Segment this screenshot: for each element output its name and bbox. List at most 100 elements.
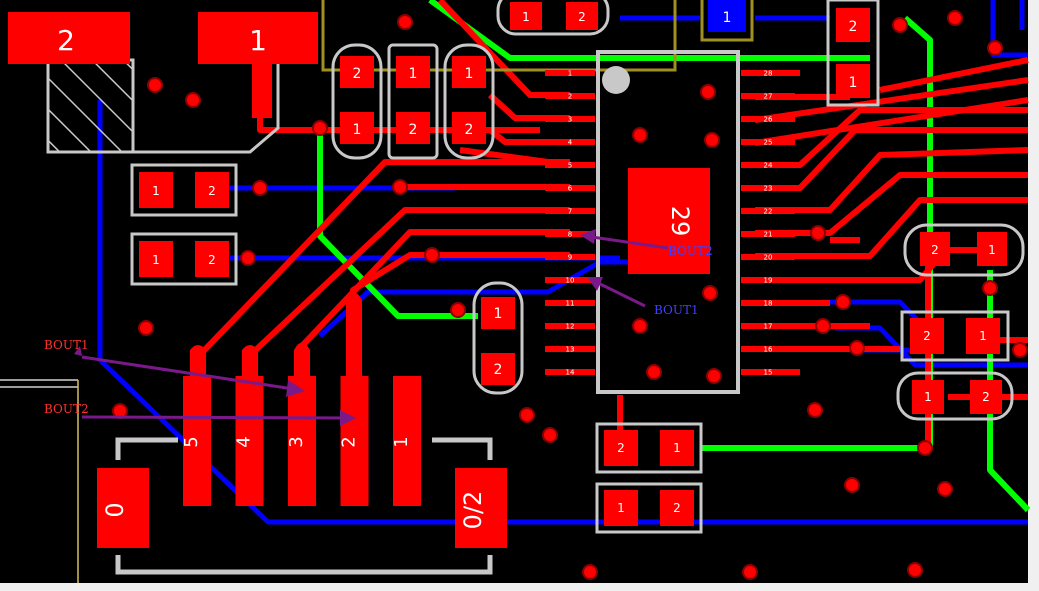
ic-pin-1 xyxy=(545,70,595,76)
ic-pin-label-7: 7 xyxy=(568,208,572,216)
ic-pin-label-9: 9 xyxy=(568,254,572,262)
ic-pin-label-8: 8 xyxy=(568,231,572,239)
connector-pin-label-4: 4 xyxy=(234,436,255,447)
regulator-pad-2-label: 2 xyxy=(57,24,75,57)
ic-pin-9 xyxy=(545,254,595,260)
ic-pin-label-27: 27 xyxy=(764,93,773,101)
ic-pin-24 xyxy=(741,162,795,168)
connector-stubs xyxy=(190,292,362,380)
ic-exposed-pad-label: 29 xyxy=(666,206,694,237)
ic-pin-20 xyxy=(741,254,795,260)
ic-pin-2 xyxy=(545,93,595,99)
regulator-pad-1-label: 1 xyxy=(249,24,267,57)
ic-pin-15 xyxy=(741,369,795,375)
ic-pin-label-15: 15 xyxy=(764,369,773,377)
window-right-margin xyxy=(1028,0,1039,591)
ic-pin-label-12: 12 xyxy=(566,323,575,331)
ic-pin-25 xyxy=(741,139,795,145)
c3-pad-label-b: 2 xyxy=(409,122,418,138)
c9-pad-label-a: 1 xyxy=(924,390,932,404)
label-right-bout1: BOUT1 xyxy=(654,303,699,317)
ic-pin-label-5: 5 xyxy=(568,162,572,170)
vias xyxy=(112,10,1028,580)
left-edge-outline xyxy=(0,379,79,583)
window-bottom-margin xyxy=(0,583,1039,591)
connector-pin-5 xyxy=(183,376,211,506)
r2-pad-label-b: 2 xyxy=(208,253,216,267)
regulator-pad-2 xyxy=(8,12,130,64)
ic-pin-label-14: 14 xyxy=(566,369,575,377)
label-left-bout2: BOUT2 xyxy=(44,402,89,416)
ic-pin-26 xyxy=(741,116,795,122)
marker-left-bout1 xyxy=(74,346,82,356)
ic-pin-27 xyxy=(741,93,795,99)
ic-pin-3 xyxy=(545,116,595,122)
component-c10: 2 1 xyxy=(595,422,703,474)
blue-pad xyxy=(708,0,746,32)
connector-pin-2 xyxy=(340,376,369,506)
ic-pin-22 xyxy=(741,208,795,214)
arrowhead-right-bout1 xyxy=(587,277,603,291)
ic-pin-28 xyxy=(741,70,795,76)
regulator-footprint: 2 1 xyxy=(8,12,318,154)
c8-pad-label-b: 1 xyxy=(979,329,987,343)
arrow-right-bout1 xyxy=(591,278,646,308)
c1-pad-label-b: 2 xyxy=(578,10,586,24)
ic-pin-label-4: 4 xyxy=(568,139,573,147)
component-c3: 1 2 xyxy=(387,43,439,160)
r2-pad-label-a: 1 xyxy=(152,253,160,267)
ic-pin-label-21: 21 xyxy=(764,231,773,239)
connector-pin-label-1: 1 xyxy=(391,436,412,447)
connector-pin-4 xyxy=(235,376,264,506)
ic-pin-label-2: 2 xyxy=(568,93,572,101)
connector-pin-label-5: 5 xyxy=(181,436,202,447)
ic-pin-19 xyxy=(741,277,795,283)
c11-pad-label-b: 2 xyxy=(673,501,681,515)
ic-pin-13 xyxy=(545,346,595,352)
connector-mount-left-label: 0 xyxy=(101,502,129,517)
c11-pad-label-a: 1 xyxy=(617,501,625,515)
board-outline-segment-2 xyxy=(700,0,754,42)
c4-pad-label-b: 2 xyxy=(465,122,474,138)
arrowhead-left-bout1 xyxy=(286,380,305,397)
component-c11: 1 2 xyxy=(595,482,703,534)
ic-pin-label-19: 19 xyxy=(764,277,773,285)
connector-pin-3 xyxy=(288,376,316,506)
ic-pin-label-18: 18 xyxy=(764,300,773,308)
connector-pin-1 xyxy=(393,376,421,506)
ic-exposed-pad xyxy=(628,168,710,274)
regulator-pad-1 xyxy=(198,12,318,118)
blue-pad-mark: 1 xyxy=(723,10,732,26)
c10-pad-label-b: 1 xyxy=(673,441,681,455)
ic-pin-label-17: 17 xyxy=(764,323,773,331)
component-c8: 2 1 xyxy=(900,310,1010,362)
c3-pad-label-a: 1 xyxy=(409,66,418,82)
component-c1: 1 2 xyxy=(496,0,610,36)
arrow-left-bout1 xyxy=(81,355,301,392)
ic-pin-10 xyxy=(545,277,595,283)
c1-pad-label-a: 1 xyxy=(522,10,530,24)
connector-mount-left xyxy=(97,468,149,548)
ic-pin-14 xyxy=(545,369,595,375)
ic-pin-6 xyxy=(545,185,595,191)
c5-pad-label-b: 2 xyxy=(494,362,503,378)
connector-mount-right xyxy=(455,468,507,548)
ic-pin-label-10: 10 xyxy=(566,277,575,285)
arrowhead-left-bout2 xyxy=(340,410,356,426)
c10-pad-label-a: 2 xyxy=(617,441,625,455)
ic-pin-4 xyxy=(545,139,595,145)
c2-pad-label-a: 2 xyxy=(353,66,362,82)
ic-pin-label-26: 26 xyxy=(764,116,773,124)
ic-pin-5 xyxy=(545,162,595,168)
c8-pad-label-a: 2 xyxy=(923,329,931,343)
ic-pin-label-23: 23 xyxy=(764,185,773,193)
connector-pin-label-2: 2 xyxy=(339,436,360,447)
c6-pad-label-a: 2 xyxy=(849,19,858,35)
c7-pad-label-b: 1 xyxy=(988,243,996,257)
ic-pin-label-13: 13 xyxy=(566,346,575,354)
ic-pin-label-20: 20 xyxy=(764,254,773,262)
